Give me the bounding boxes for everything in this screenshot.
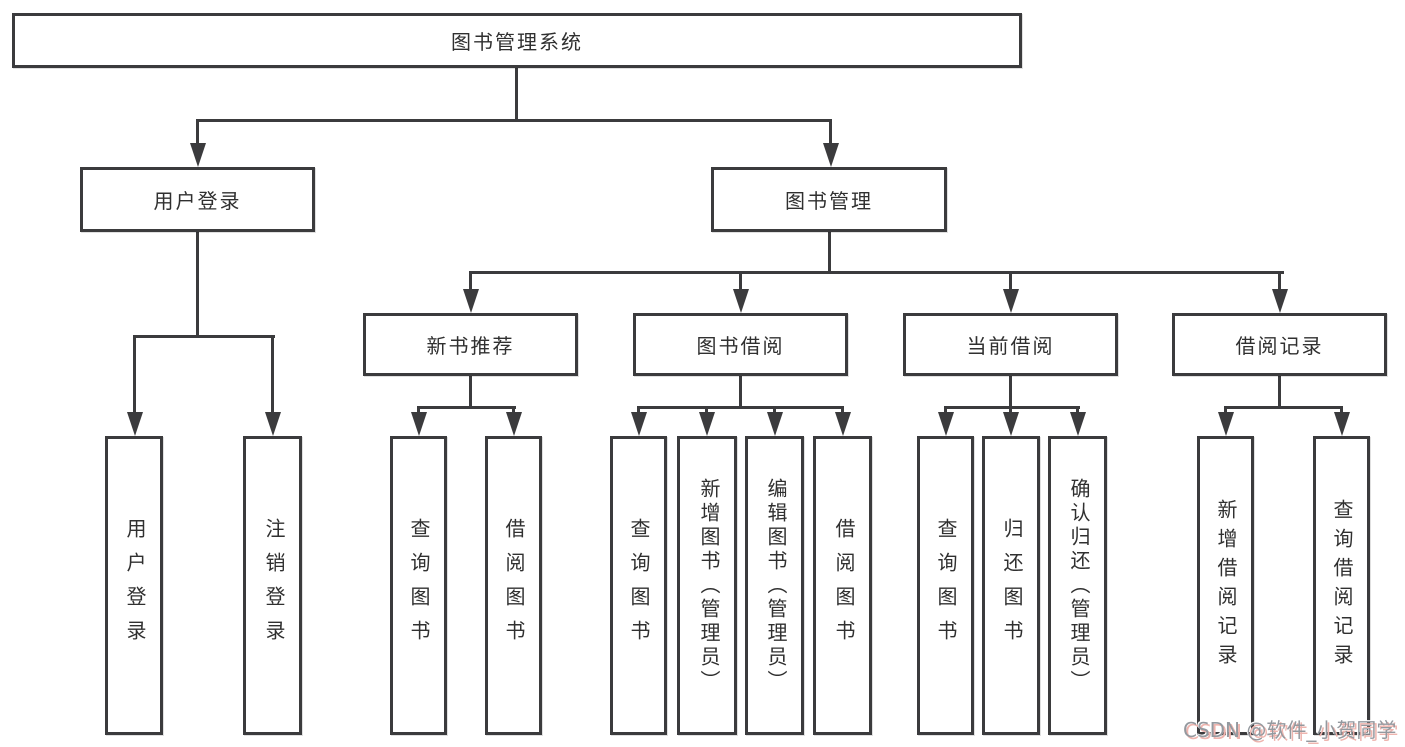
arrow-down-icon: [630, 412, 647, 436]
leaf-add-books-admin: 新增图书（管理员）: [677, 436, 737, 735]
connector-line: [469, 376, 472, 409]
connector-line: [637, 406, 844, 409]
leaf-add-borrow-record: 新增借阅记录: [1197, 436, 1254, 735]
connector-line: [1009, 376, 1012, 409]
connector-line: [133, 335, 275, 338]
csdn-watermark: CSDN @软件_小贺同学: [1183, 718, 1397, 742]
connector-line: [515, 68, 518, 122]
arrow-down-icon: [1069, 412, 1086, 436]
connector-line: [196, 119, 832, 122]
connector-line: [196, 119, 199, 147]
arrow-down-icon: [834, 412, 851, 436]
arrow-down-icon: [822, 143, 839, 167]
connector-line: [1224, 406, 1343, 409]
connector-line: [828, 232, 831, 274]
leaf-return-books: 归还图书: [982, 436, 1040, 735]
arrow-down-icon: [766, 412, 783, 436]
connector-line: [829, 119, 832, 147]
arrow-down-icon: [937, 412, 954, 436]
leaf-query-borrow-record: 查询借阅记录: [1313, 436, 1370, 735]
arrow-down-icon: [699, 412, 715, 436]
connector-line: [133, 335, 136, 415]
node-user-login: 用户登录: [80, 167, 315, 232]
node-library-management-system: 图书管理系统: [12, 13, 1022, 68]
leaf-query-books: 查询图书: [610, 436, 667, 735]
arrow-down-icon: [126, 412, 143, 436]
arrow-down-icon: [1217, 412, 1234, 436]
node-current-borrowing: 当前借阅: [903, 313, 1118, 376]
connector-line: [196, 232, 199, 338]
node-new-book-recommend: 新书推荐: [363, 313, 578, 376]
connector-line: [417, 406, 516, 409]
leaf-user-login: 用户登录: [105, 436, 163, 735]
leaf-query-books: 查询图书: [390, 436, 447, 735]
arrow-down-icon: [1271, 289, 1288, 313]
connector-line: [1278, 376, 1281, 409]
node-book-management: 图书管理: [711, 167, 947, 232]
connector-line: [469, 271, 1284, 274]
leaf-borrow-books: 借阅图书: [813, 436, 872, 735]
connector-line: [1009, 271, 1012, 293]
arrow-down-icon: [462, 289, 479, 313]
leaf-borrow-books: 借阅图书: [485, 436, 542, 735]
leaf-edit-books-admin: 编辑图书（管理员）: [745, 436, 804, 735]
connector-line: [1278, 271, 1281, 293]
arrow-down-icon: [1002, 412, 1019, 436]
arrow-down-icon: [1333, 412, 1350, 436]
arrow-down-icon: [1002, 289, 1019, 313]
connector-line: [739, 271, 742, 293]
connector-line: [271, 335, 274, 415]
leaf-query-books: 查询图书: [917, 436, 974, 735]
node-book-borrowing: 图书借阅: [633, 313, 848, 376]
connector-line: [739, 376, 742, 409]
connector-line: [944, 406, 1080, 409]
node-borrow-records: 借阅记录: [1172, 313, 1387, 376]
arrow-down-icon: [505, 412, 522, 436]
leaf-logout: 注销登录: [243, 436, 302, 735]
arrow-down-icon: [732, 289, 749, 313]
arrow-down-icon: [264, 412, 281, 436]
connector-line: [469, 271, 472, 293]
leaf-confirm-return-admin: 确认归还（管理员）: [1048, 436, 1107, 735]
arrow-down-icon: [410, 412, 427, 436]
arrow-down-icon: [189, 143, 206, 167]
